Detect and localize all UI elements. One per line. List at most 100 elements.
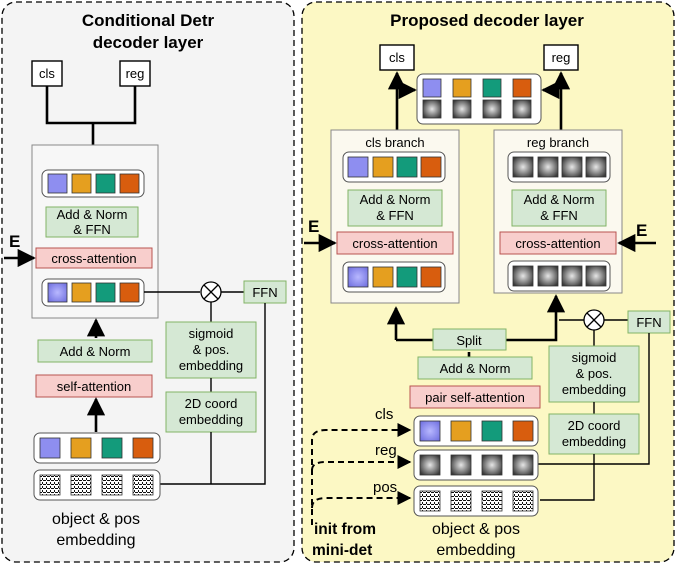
left-coord-line2: embedding xyxy=(179,412,243,427)
left-sigmoid-line1: sigmoid xyxy=(189,326,234,341)
reg-branch-label: reg branch xyxy=(527,135,589,150)
right-e-label-left: E xyxy=(308,217,319,236)
left-cross-attention-label: cross-attention xyxy=(51,251,136,266)
right-e-label-right: E xyxy=(636,221,647,240)
side-label-cls: cls xyxy=(375,406,393,423)
right-coord-input-line xyxy=(540,454,595,501)
token-orange xyxy=(372,266,394,288)
side-label-pos: pos xyxy=(373,479,397,496)
right-output-reg-label: reg xyxy=(552,50,571,65)
cls-add-norm-ffn-line1: Add & Norm xyxy=(360,192,431,207)
token-blue xyxy=(47,173,68,194)
token-gray xyxy=(419,454,441,476)
left-self-attention-label: self-attention xyxy=(57,379,131,394)
token-gray xyxy=(452,99,472,119)
reg-cross-attention-box xyxy=(499,231,617,255)
token-teal xyxy=(396,266,418,288)
init-arrow-pos xyxy=(311,491,412,509)
left-coord-box xyxy=(165,391,257,433)
left-query-token-strip xyxy=(33,432,161,464)
token-teal xyxy=(101,437,123,459)
token-gray xyxy=(482,99,502,119)
left-add-norm-label: Add & Norm xyxy=(60,344,131,359)
pair-self-attention-label: pair self-attention xyxy=(425,390,525,405)
token-gray xyxy=(512,99,532,119)
token-gray xyxy=(585,156,607,178)
left-output-reg-box xyxy=(119,60,151,87)
left-e-label: E xyxy=(9,232,20,251)
left-coord-line1: 2D coord xyxy=(185,396,238,411)
reg-branch-output-strip xyxy=(507,151,611,183)
reg-cross-attention-label: cross-attention xyxy=(515,236,600,251)
token-teal xyxy=(95,282,116,303)
token-blue xyxy=(39,437,61,459)
token-teal xyxy=(95,173,116,194)
left-output-connector xyxy=(45,86,137,125)
noise-token xyxy=(512,490,534,512)
cls-branch-input-strip xyxy=(342,261,446,293)
left-add-norm-ffn-line1: Add & Norm xyxy=(57,207,128,222)
right-title: Proposed decoder layer xyxy=(390,11,584,30)
token-gray xyxy=(512,454,534,476)
split-label: Split xyxy=(456,333,482,348)
left-pos-embedding-strip xyxy=(33,469,161,501)
token-blue xyxy=(347,266,369,288)
token-orange xyxy=(71,173,92,194)
token-red xyxy=(119,173,140,194)
token-teal xyxy=(481,420,503,442)
token-teal xyxy=(482,78,502,98)
noise-token xyxy=(39,474,61,496)
init-label-line1: init from xyxy=(314,521,376,538)
token-blue xyxy=(47,282,68,303)
right-coord-line2: embedding xyxy=(562,434,626,449)
right-output-cls-label: cls xyxy=(389,50,405,65)
left-sigmoid-box xyxy=(165,321,257,379)
token-gray xyxy=(561,265,583,287)
left-output-token-strip xyxy=(41,169,145,198)
right-panel: Proposed decoder layer cls reg cls branc… xyxy=(301,1,675,563)
noise-token xyxy=(70,474,92,496)
right-output-cls-box xyxy=(379,44,415,71)
cls-branch-output-strip xyxy=(342,151,446,183)
cls-add-norm-ffn-box xyxy=(347,189,443,227)
right-coord-line1: 2D coord xyxy=(568,418,621,433)
pair-self-attention-box xyxy=(409,385,541,409)
right-coord-box xyxy=(548,413,640,455)
cls-cross-attention-label: cross-attention xyxy=(352,236,437,251)
right-sigmoid-line1: sigmoid xyxy=(572,350,617,365)
noise-token xyxy=(450,490,472,512)
left-sigmoid-line2: & pos. xyxy=(193,342,230,357)
left-output-reg-label: reg xyxy=(126,66,145,81)
left-output-cls-label: cls xyxy=(39,66,55,81)
right-ffn-label: FFN xyxy=(636,315,661,330)
init-arrow-reg xyxy=(311,455,412,471)
right-caption-line1: object & pos xyxy=(432,521,520,538)
token-red xyxy=(420,156,442,178)
reg-branch-input-strip xyxy=(507,260,611,292)
left-title-line2: decoder layer xyxy=(93,33,204,52)
token-gray xyxy=(561,156,583,178)
split-to-reg-arrow xyxy=(506,294,566,342)
right-multiply-cross xyxy=(586,312,602,328)
init-label-line2: mini-det xyxy=(312,542,372,559)
token-gray xyxy=(537,156,559,178)
token-red xyxy=(132,437,154,459)
right-add-norm-box xyxy=(417,356,533,380)
left-sigmoid-line3: embedding xyxy=(179,358,243,373)
token-gray xyxy=(481,454,503,476)
right-cls-query-strip xyxy=(413,415,539,447)
left-cross-attention-box xyxy=(35,247,153,269)
token-gray xyxy=(537,265,559,287)
right-output-reg-box xyxy=(543,44,579,71)
left-add-norm-ffn-line2: & FFN xyxy=(73,222,111,237)
right-combined-output-strip xyxy=(416,73,542,125)
left-multiply-cross xyxy=(203,284,219,300)
token-blue xyxy=(422,78,442,98)
cls-add-norm-ffn-line2: & FFN xyxy=(376,208,414,223)
left-add-norm-box xyxy=(37,339,153,363)
token-gray xyxy=(450,454,472,476)
token-orange xyxy=(71,282,92,303)
noise-token xyxy=(132,474,154,496)
reg-add-norm-ffn-line2: & FFN xyxy=(540,208,578,223)
right-sigmoid-line2: & pos. xyxy=(576,366,613,381)
